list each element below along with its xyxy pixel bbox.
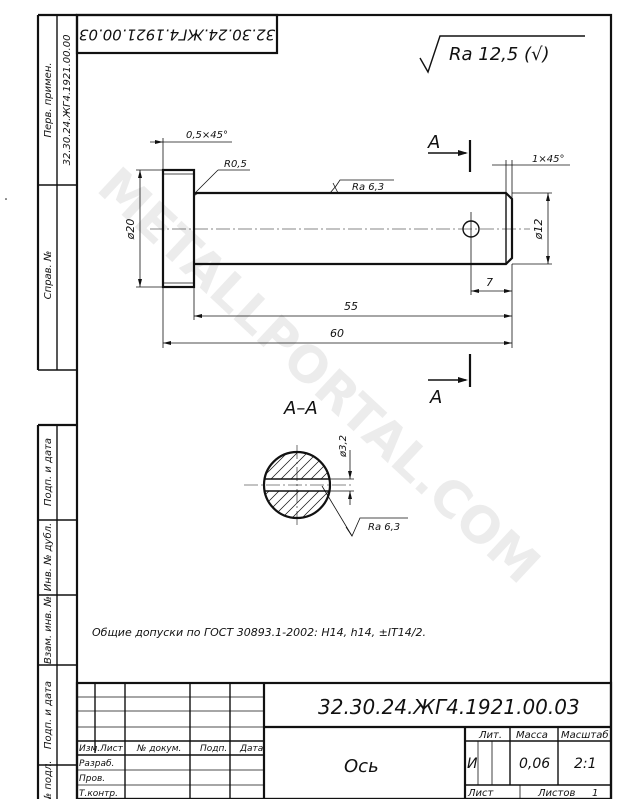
frame [5, 13, 613, 799]
sprav-no-label: Справ. № [43, 251, 54, 300]
title-block: 32.30.24.ЖГ4.1921.00.03 Изм. Лист № доку… [75, 681, 613, 799]
section-label: A–A [283, 398, 318, 419]
title-doc-number: 32.30.24.ЖГ4.1921.00.03 [318, 695, 580, 719]
watermark: METALLPORTAL.COM [87, 156, 551, 594]
podp-data2-label: Подп. и дата [43, 681, 54, 749]
listov-label: Листов [537, 788, 575, 799]
general-notes: Общие допуски по ГОСТ 30893.1-2002: H14,… [92, 626, 426, 639]
rotated-doc-number: 32.30.24.ЖГ4.1921.00.03 [79, 26, 275, 44]
general-roughness: Ra 12,5 (√) [419, 35, 585, 74]
dim-chamfer-head: 0,5×45° [186, 130, 228, 141]
cutting-plane-marks: A A [427, 132, 472, 408]
dim-chamfer-end: 1×45° [532, 154, 564, 165]
perv-primen-label: Перв. примен. [43, 62, 54, 137]
cut-mark-top: A [427, 132, 440, 153]
masshtab-label: Масштаб [561, 729, 609, 741]
dim-dia-head: ø20 [124, 219, 137, 241]
dim-dia-hole: ø3,2 [338, 435, 349, 458]
massa-value: 0,06 [519, 756, 550, 772]
dim-hole-pos: 7 [486, 276, 493, 289]
listov-value: 1 [592, 788, 598, 799]
lit-value: И [467, 756, 478, 772]
list-label: Лист [467, 788, 495, 799]
perv-primen-value: 32.30.24.ЖГ4.1921.00.00 [62, 35, 73, 166]
part-name: Ось [344, 756, 379, 777]
row-tkontr: Т.контр. [79, 789, 118, 799]
dim-dia-shaft: ø12 [532, 219, 545, 241]
row-razrab: Разраб. [79, 759, 114, 769]
massa-label: Масса [516, 730, 548, 741]
inv-podl-label: Инв. № подл. [43, 761, 54, 799]
part-main-view [150, 168, 530, 289]
col-list: Лист [99, 744, 124, 754]
rotated-number-box: 32.30.24.ЖГ4.1921.00.03 [75, 13, 279, 55]
dim-roughness-shaft: Ra 6,3 [352, 182, 384, 193]
vzam-inv-label: Взам. инв. № [43, 596, 54, 664]
section-view: A–A [244, 398, 408, 537]
row-prov: Пров. [79, 774, 105, 784]
dim-len-total: 60 [330, 327, 344, 340]
podp-data-label: Подп. и дата [43, 438, 54, 506]
lit-label: Лит. [478, 730, 502, 741]
col-podp: Подп. [200, 744, 227, 754]
masshtab-value: 2:1 [574, 756, 597, 772]
dim-len-shaft: 55 [344, 300, 358, 313]
dim-roughness-hole: Ra 6,3 [368, 522, 400, 533]
col-data: Дата [239, 744, 263, 754]
col-izm: Изм. [79, 744, 100, 754]
inv-dubl-label: Инв. № дубл. [42, 523, 54, 591]
side-labels: Перв. примен. 32.30.24.ЖГ4.1921.00.00 Сп… [42, 35, 73, 799]
col-doc: № докум. [136, 744, 181, 754]
cut-mark-bottom: A [429, 387, 442, 408]
main-dimensions: 0,5×45° R0,5 Ra 6,3 1×45° ø20 ø12 7 [124, 130, 570, 348]
dim-fillet: R0,5 [224, 159, 247, 170]
roughness-general-text: Ra 12,5 (√) [449, 44, 550, 65]
